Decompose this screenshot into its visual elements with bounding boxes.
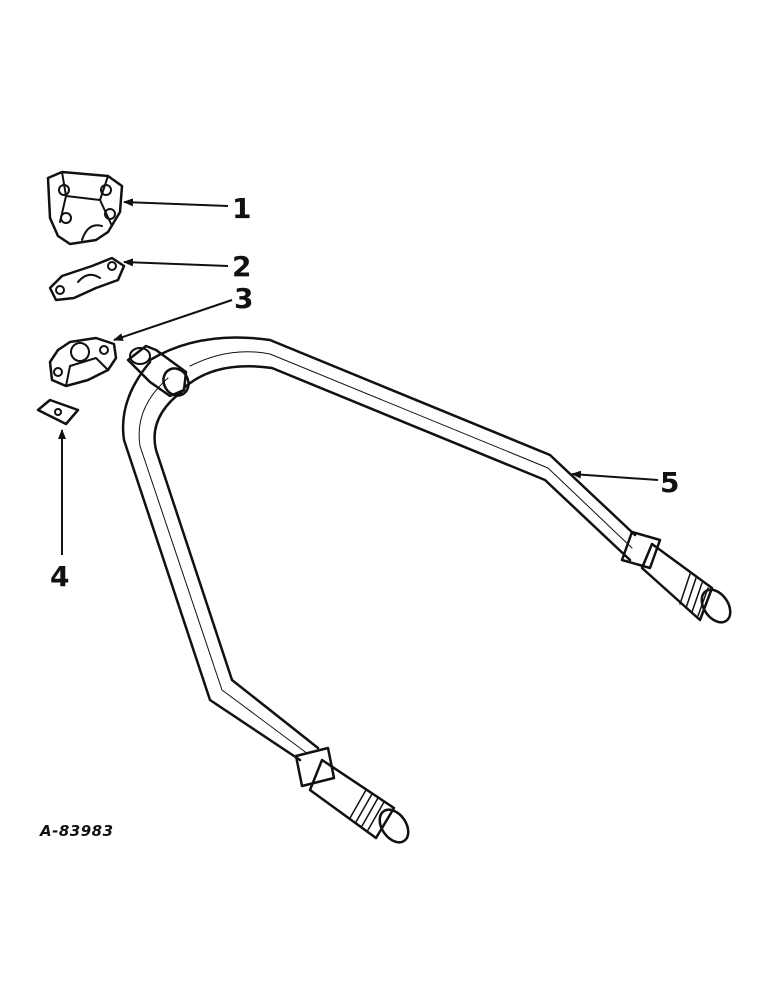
callout-3: 3 [234, 282, 253, 315]
leader-arrow-2 [123, 258, 229, 267]
leader-arrow-1 [123, 198, 229, 207]
figure-id: A-83983 [39, 822, 114, 840]
part-1-clamp-block [46, 170, 124, 246]
leader-arrow-3 [113, 299, 233, 341]
part-5-tubular-yoke [121, 336, 732, 844]
callout-2: 2 [232, 250, 251, 283]
callout-1: 1 [232, 192, 251, 225]
part-4-square-washer [36, 398, 80, 426]
callout-5: 5 [660, 466, 679, 499]
part-2-shim-plate [48, 256, 126, 302]
callout-4: 4 [50, 560, 69, 593]
leader-arrow-5 [571, 470, 659, 481]
part-3-lower-clamp [48, 336, 118, 388]
